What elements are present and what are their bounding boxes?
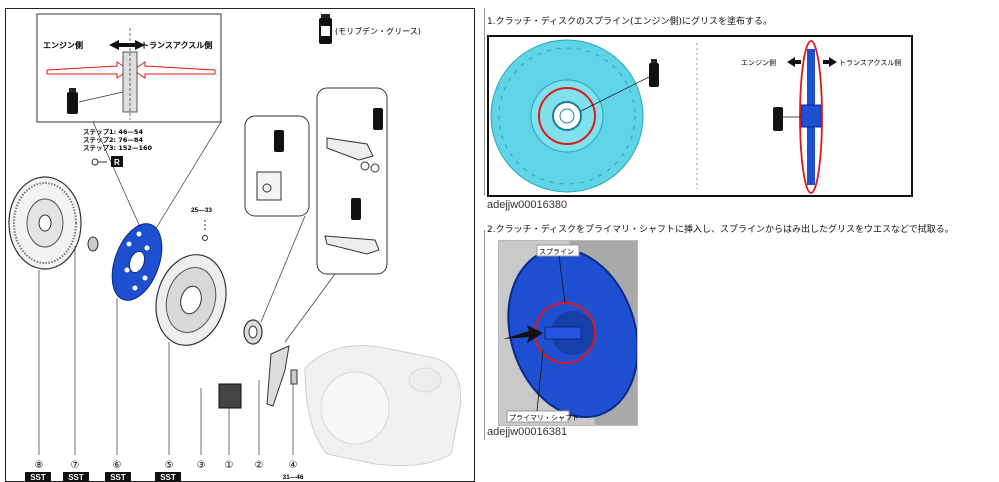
clutch-disc-diagram [490,39,644,193]
part-number-8: ⑧ [35,460,44,471]
exploded-diagram: (モリブデン・グリース) エンジン側 トランスアクスル側 ステップ1: 46—5… [5,8,475,482]
grease-tube-icon [274,130,284,152]
primary-shaft-label: プライマリ・シャフト [509,414,579,422]
highlight-circle [538,87,596,145]
part-number-5: ⑤ [165,460,174,471]
grease-tube-icon [649,59,659,87]
step1-figure: エンジン側 トランスアクスル側 [487,35,913,197]
spline-section [122,51,138,113]
spline-label: スプライン [539,248,574,256]
part-number-1: ① [225,460,234,471]
part-number-4: ④ [289,460,298,471]
engine-side-label-2: エンジン側 [741,58,776,67]
pilot-bearing-part [87,236,99,252]
sst-badge-3: SST [110,473,126,482]
grease-tube-icon [373,108,383,130]
sst-badge-4: SST [160,473,176,482]
r-badge-label: R [114,158,120,167]
grease-label: (モリブデン・グリース) [335,26,421,36]
torque-bottom-value: 31—46 [283,474,304,481]
boot-part [218,383,242,409]
release-bearing-part [243,319,263,345]
torque-step-1: ステップ1: 46—54 [83,127,143,136]
sst-badges [25,472,181,482]
part-number-7: ⑦ [71,460,80,471]
torque-step-2: ステップ2: 76—84 [83,135,143,144]
sst-badge-2: SST [68,473,84,482]
arrow-right-icon [823,57,837,67]
red-arrow-right [132,61,216,79]
shaft-photo [544,326,582,340]
grease-tube-icon [351,198,361,220]
part-number-2: ② [255,460,264,471]
transaxle-side-label: トランスアクスル側 [141,40,212,50]
step1-text: 1.クラッチ・ディスクのスプライン(エンジン側)にグリスを塗布する。 [487,17,772,27]
step1-caption: adejjw00016380 [487,199,568,211]
part-number-6: ⑥ [113,460,122,471]
column-divider-2 [484,230,485,440]
inset-fork-box [316,87,388,275]
engine-side-label: エンジン側 [43,40,83,50]
sst-badge-1: SST [30,473,46,482]
release-fork-part [266,345,290,407]
fork-bottom [324,235,380,255]
torque-step-3: ステップ3: 152—160 [83,143,152,152]
pivot-bolt-part [290,369,298,385]
part-number-3: ③ [197,460,206,471]
flywheel-part [8,176,82,270]
leader-lines [38,246,294,455]
step2-caption: adejjw00016381 [487,426,568,438]
r-badge [111,156,123,167]
step2-photo: スプライン プライマリ・シャフト [498,240,639,426]
clutch-disc-part [111,223,163,301]
grease-tube-icon [319,14,332,44]
transaxle-side-label-2: トランスアクスル側 [839,58,901,67]
insert-arrow-icon [503,325,543,343]
grease-tube-icon [773,107,783,131]
bolt-icon [91,158,107,166]
column-divider [484,8,485,196]
torque-bolt-value: 25—33 [191,207,212,214]
fork-top [326,137,374,161]
bearing-section [256,171,282,201]
bolt-icon [202,220,208,241]
arrow-left-icon [787,57,801,67]
transaxle-illustration [304,345,462,467]
arrow-right-icon [127,40,145,50]
clutch-cover-part [155,254,227,346]
arrow-left-icon [109,40,127,50]
step2-text: 2.クラッチ・ディスクをプライマリ・シャフトに挿入し、スプラインからはみ出したグ… [487,225,954,235]
grease-tube-icon [67,88,78,114]
